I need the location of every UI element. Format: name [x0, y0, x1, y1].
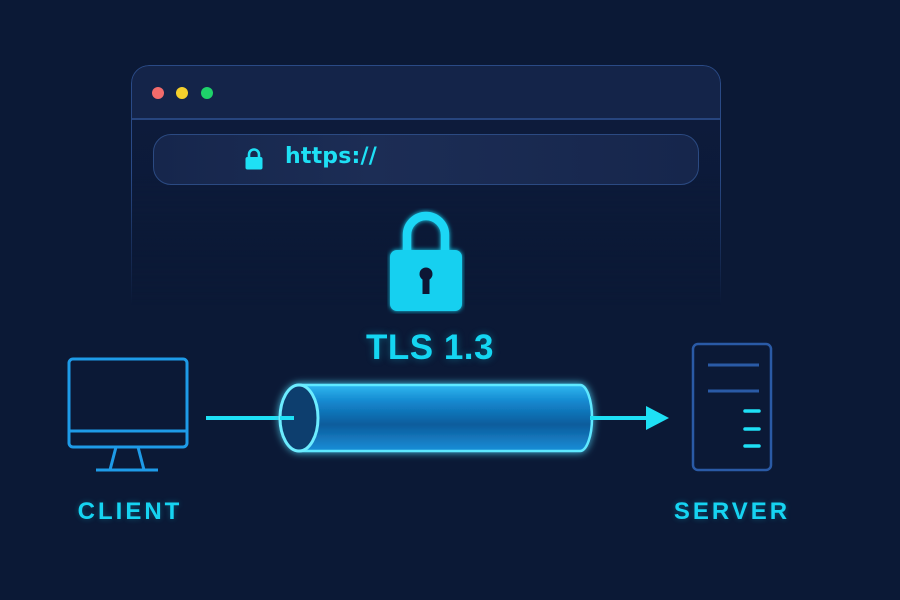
- lock-icon: [245, 148, 263, 170]
- protocol-label: TLS 1.3: [366, 328, 494, 367]
- encrypted-tunnel: [206, 383, 669, 453]
- padlock-icon: [390, 211, 462, 311]
- server-tower-icon: [691, 342, 773, 472]
- window-minimize-dot[interactable]: [176, 87, 188, 99]
- window-close-dot[interactable]: [152, 87, 164, 99]
- url-text: https://: [285, 144, 378, 169]
- window-maximize-dot[interactable]: [201, 87, 213, 99]
- titlebar-divider: [132, 118, 720, 120]
- server-label: SERVER: [673, 498, 791, 525]
- client-label: CLIENT: [77, 498, 183, 525]
- address-bar[interactable]: https://: [153, 134, 699, 185]
- desktop-monitor-icon: [67, 357, 189, 472]
- arrow-head-icon: [646, 406, 669, 430]
